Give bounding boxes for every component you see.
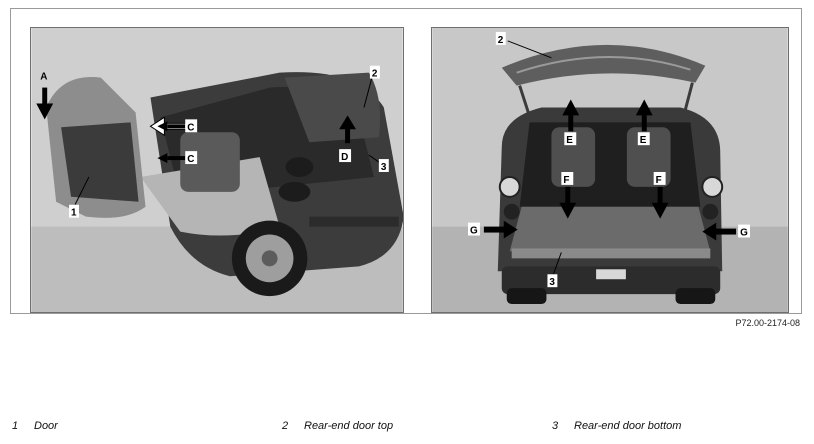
arrow-e-left-icon xyxy=(562,99,580,132)
legend-label: Door xyxy=(34,420,58,432)
legend-item-door: 1 Door xyxy=(12,420,58,432)
legend-item-rear-door-top: 2 Rear-end door top xyxy=(282,420,393,432)
legend-label: Rear-end door top xyxy=(304,420,394,432)
label-2-rear: 2 xyxy=(498,35,504,46)
figure-code: P72.00-2174-08 xyxy=(735,318,800,328)
label-3: 3 xyxy=(381,162,387,173)
arrow-g-right-icon xyxy=(702,222,737,241)
legend-number: 3 xyxy=(552,420,559,432)
legend-number: 2 xyxy=(282,420,289,432)
arrow-d-icon xyxy=(339,115,357,144)
arrow-f-right-icon xyxy=(651,186,669,219)
arrow-c-upper-icon xyxy=(149,116,187,137)
label-g-right: G xyxy=(740,228,748,239)
car-rear-photo: 2 E E F F G G 3 xyxy=(431,27,789,313)
arrow-e-right-icon xyxy=(635,99,653,132)
arrow-g-left-icon xyxy=(483,220,518,239)
label-2: 2 xyxy=(372,69,378,80)
label-e-left: E xyxy=(566,135,573,146)
label-g-left: G xyxy=(470,226,478,237)
legend: 1 Door 2 Rear-end door top 3 Rear-end door … xyxy=(0,420,814,436)
legend-number: 1 xyxy=(12,420,19,432)
car-side-photo: A C C 1 2 D 3 xyxy=(30,27,404,313)
label-3-rear: 3 xyxy=(549,277,555,288)
label-a: A xyxy=(40,72,47,83)
car-rear-illustration: 2 E E F F G G 3 xyxy=(432,28,788,312)
legend-label: Rear-end door bottom xyxy=(574,420,682,432)
legend-item-rear-door-bottom: 3 Rear-end door bottom xyxy=(552,420,681,432)
arrow-f-left-icon xyxy=(559,186,577,219)
arrow-a-icon xyxy=(36,87,54,120)
label-f-left: F xyxy=(563,175,569,186)
label-e-right: E xyxy=(640,135,647,146)
figure-frame: A C C 1 2 D 3 xyxy=(10,8,802,314)
car-side-illustration: A C C 1 2 D 3 xyxy=(31,28,403,312)
label-c-upper: C xyxy=(187,122,194,133)
label-1: 1 xyxy=(71,208,77,219)
label-d: D xyxy=(341,152,348,163)
label-f-right: F xyxy=(656,175,662,186)
label-c-lower: C xyxy=(187,154,194,165)
arrow-c-lower-icon xyxy=(157,153,186,164)
